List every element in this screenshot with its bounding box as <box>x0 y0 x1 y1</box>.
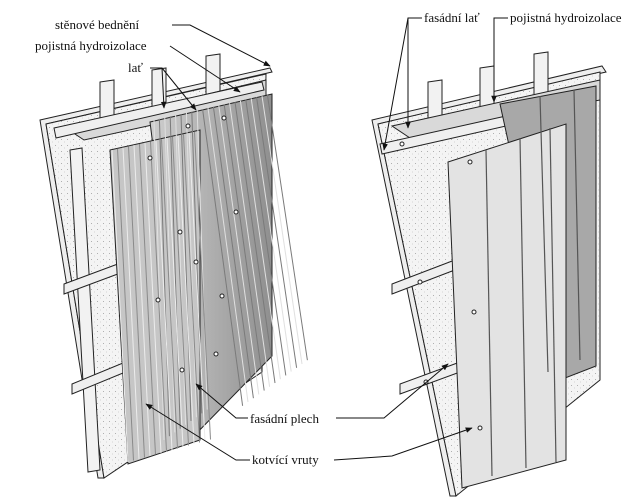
left-assembly <box>39 53 308 479</box>
label-membrane-left: pojistná hydroizolace <box>35 38 147 53</box>
label-anchor-screws: kotvící vruty <box>252 452 319 467</box>
leader-membrane-right <box>491 17 508 103</box>
corrugated-sheet-front <box>109 129 201 465</box>
label-wall-boarding: stěnové bednění <box>55 17 140 32</box>
seam-panel-front <box>447 123 567 489</box>
annotations: stěnové bednění pojistná hydroizolace la… <box>35 10 622 467</box>
leader-batten-2 <box>161 67 197 111</box>
leader-facade-sheet-2 <box>336 363 449 419</box>
leader-membrane-left <box>169 45 241 93</box>
label-facade-sheet: fasádní plech <box>250 411 319 426</box>
label-membrane-right: pojistná hydroizolace <box>510 10 622 25</box>
leader-facade-sheet-1 <box>195 383 248 419</box>
leader-anchor-screws-1 <box>145 403 250 461</box>
screws-left <box>147 115 239 373</box>
right-assembly <box>371 51 607 497</box>
label-facade-batten: fasádní lať <box>424 10 480 25</box>
seams-right <box>485 89 581 477</box>
screws-right <box>399 141 483 431</box>
leader-anchor-screws-2 <box>333 427 473 461</box>
label-batten: lať <box>128 60 143 75</box>
corrugations-left <box>111 94 308 463</box>
leader-wall-boarding <box>172 24 271 67</box>
studs-right <box>427 51 549 125</box>
